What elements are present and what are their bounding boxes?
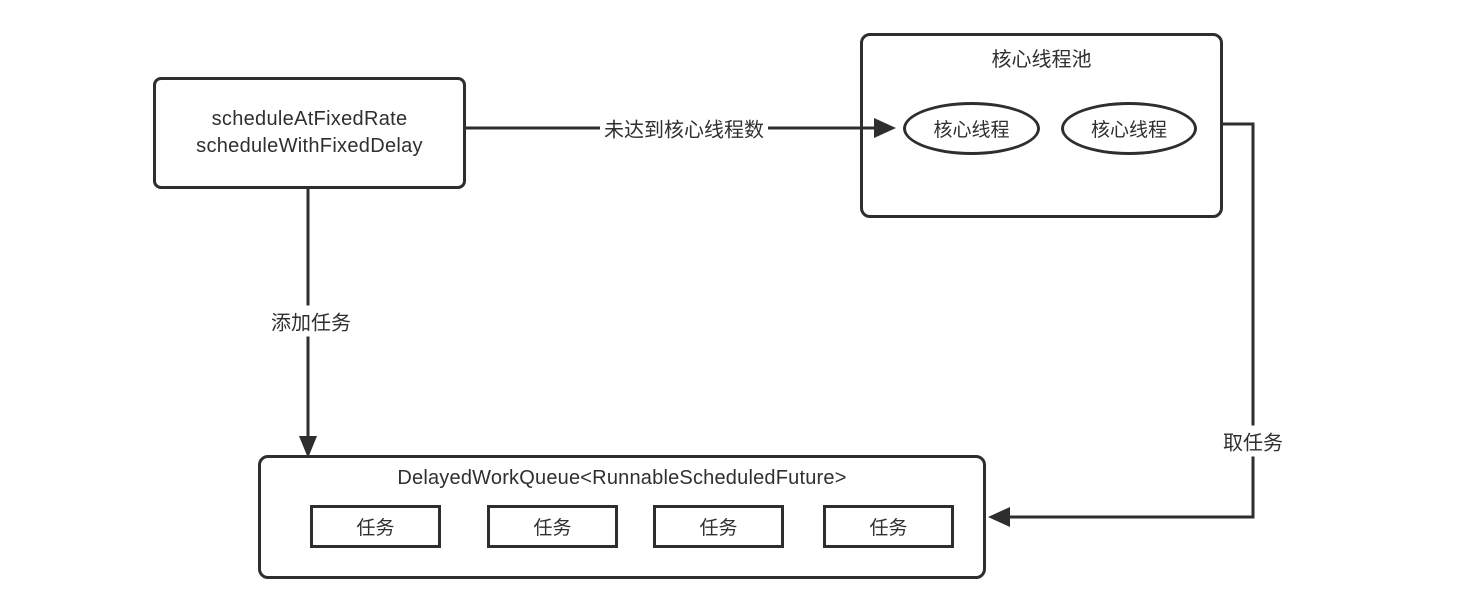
core-thread-ellipse: 核心线程 bbox=[1061, 102, 1197, 155]
edge-label-not-reached-core-count: 未达到核心线程数 bbox=[600, 112, 768, 144]
delayed-work-queue-box: DelayedWorkQueue<RunnableScheduledFuture… bbox=[258, 455, 986, 579]
task-box: 任务 bbox=[653, 505, 784, 548]
task-box: 任务 bbox=[823, 505, 954, 548]
core-thread-ellipse: 核心线程 bbox=[903, 102, 1040, 155]
edge-label-take-task: 取任务 bbox=[1219, 425, 1287, 457]
scheduler-method-line1: scheduleAtFixedRate bbox=[211, 108, 408, 130]
edge-label-add-task: 添加任务 bbox=[267, 305, 355, 337]
task-box: 任务 bbox=[310, 505, 441, 548]
task-box: 任务 bbox=[487, 505, 618, 548]
core-pool-title: 核心线程池 bbox=[991, 49, 1092, 71]
scheduler-method-line2: scheduleWithFixedDelay bbox=[196, 135, 423, 157]
queue-title: DelayedWorkQueue<RunnableScheduledFuture… bbox=[397, 467, 847, 489]
arrowhead-left-icon bbox=[988, 507, 1010, 527]
core-thread-pool-box: 核心线程池 核心线程 核心线程 bbox=[860, 33, 1223, 218]
scheduler-methods-box: scheduleAtFixedRate scheduleWithFixedDel… bbox=[153, 77, 466, 189]
